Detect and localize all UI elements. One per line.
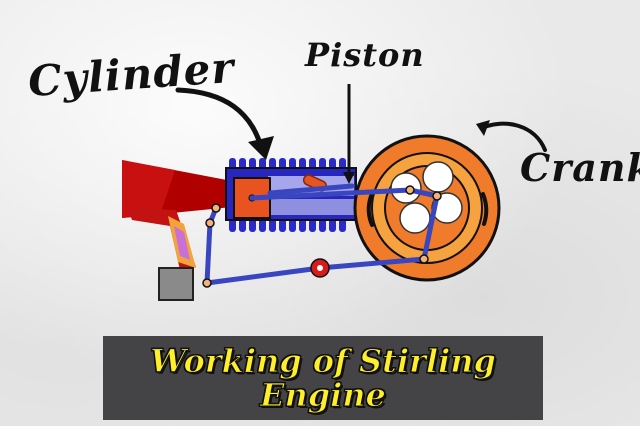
title-line-2: Engine	[260, 376, 387, 414]
lever-pivot-center	[317, 265, 323, 271]
crank-arrow-head	[476, 120, 490, 136]
crank-hole-top-right	[422, 161, 454, 193]
burner-flame-inner	[174, 226, 190, 260]
piston-label: Piston	[305, 36, 425, 74]
crank-wheel-groove-right	[481, 192, 489, 226]
title-line-1: Working of Stirling	[150, 342, 497, 380]
cylinder-arrow	[175, 87, 265, 153]
rod-joints	[202, 185, 442, 288]
flame-funnel-shade	[122, 160, 175, 218]
crank-arrow	[480, 121, 547, 152]
cylinder-arrow-head	[248, 136, 274, 160]
crank-label: Crank	[520, 145, 640, 190]
crank-hole-bottom-left	[399, 202, 431, 234]
piston-arrow-head	[343, 172, 355, 184]
title-banner: Working of Stirling Engine	[103, 336, 543, 420]
connecting-rods	[204, 183, 440, 286]
crank-wheel-groove-left	[366, 194, 374, 227]
cylinder-bore-lower	[268, 199, 354, 215]
burner-base	[158, 267, 194, 301]
